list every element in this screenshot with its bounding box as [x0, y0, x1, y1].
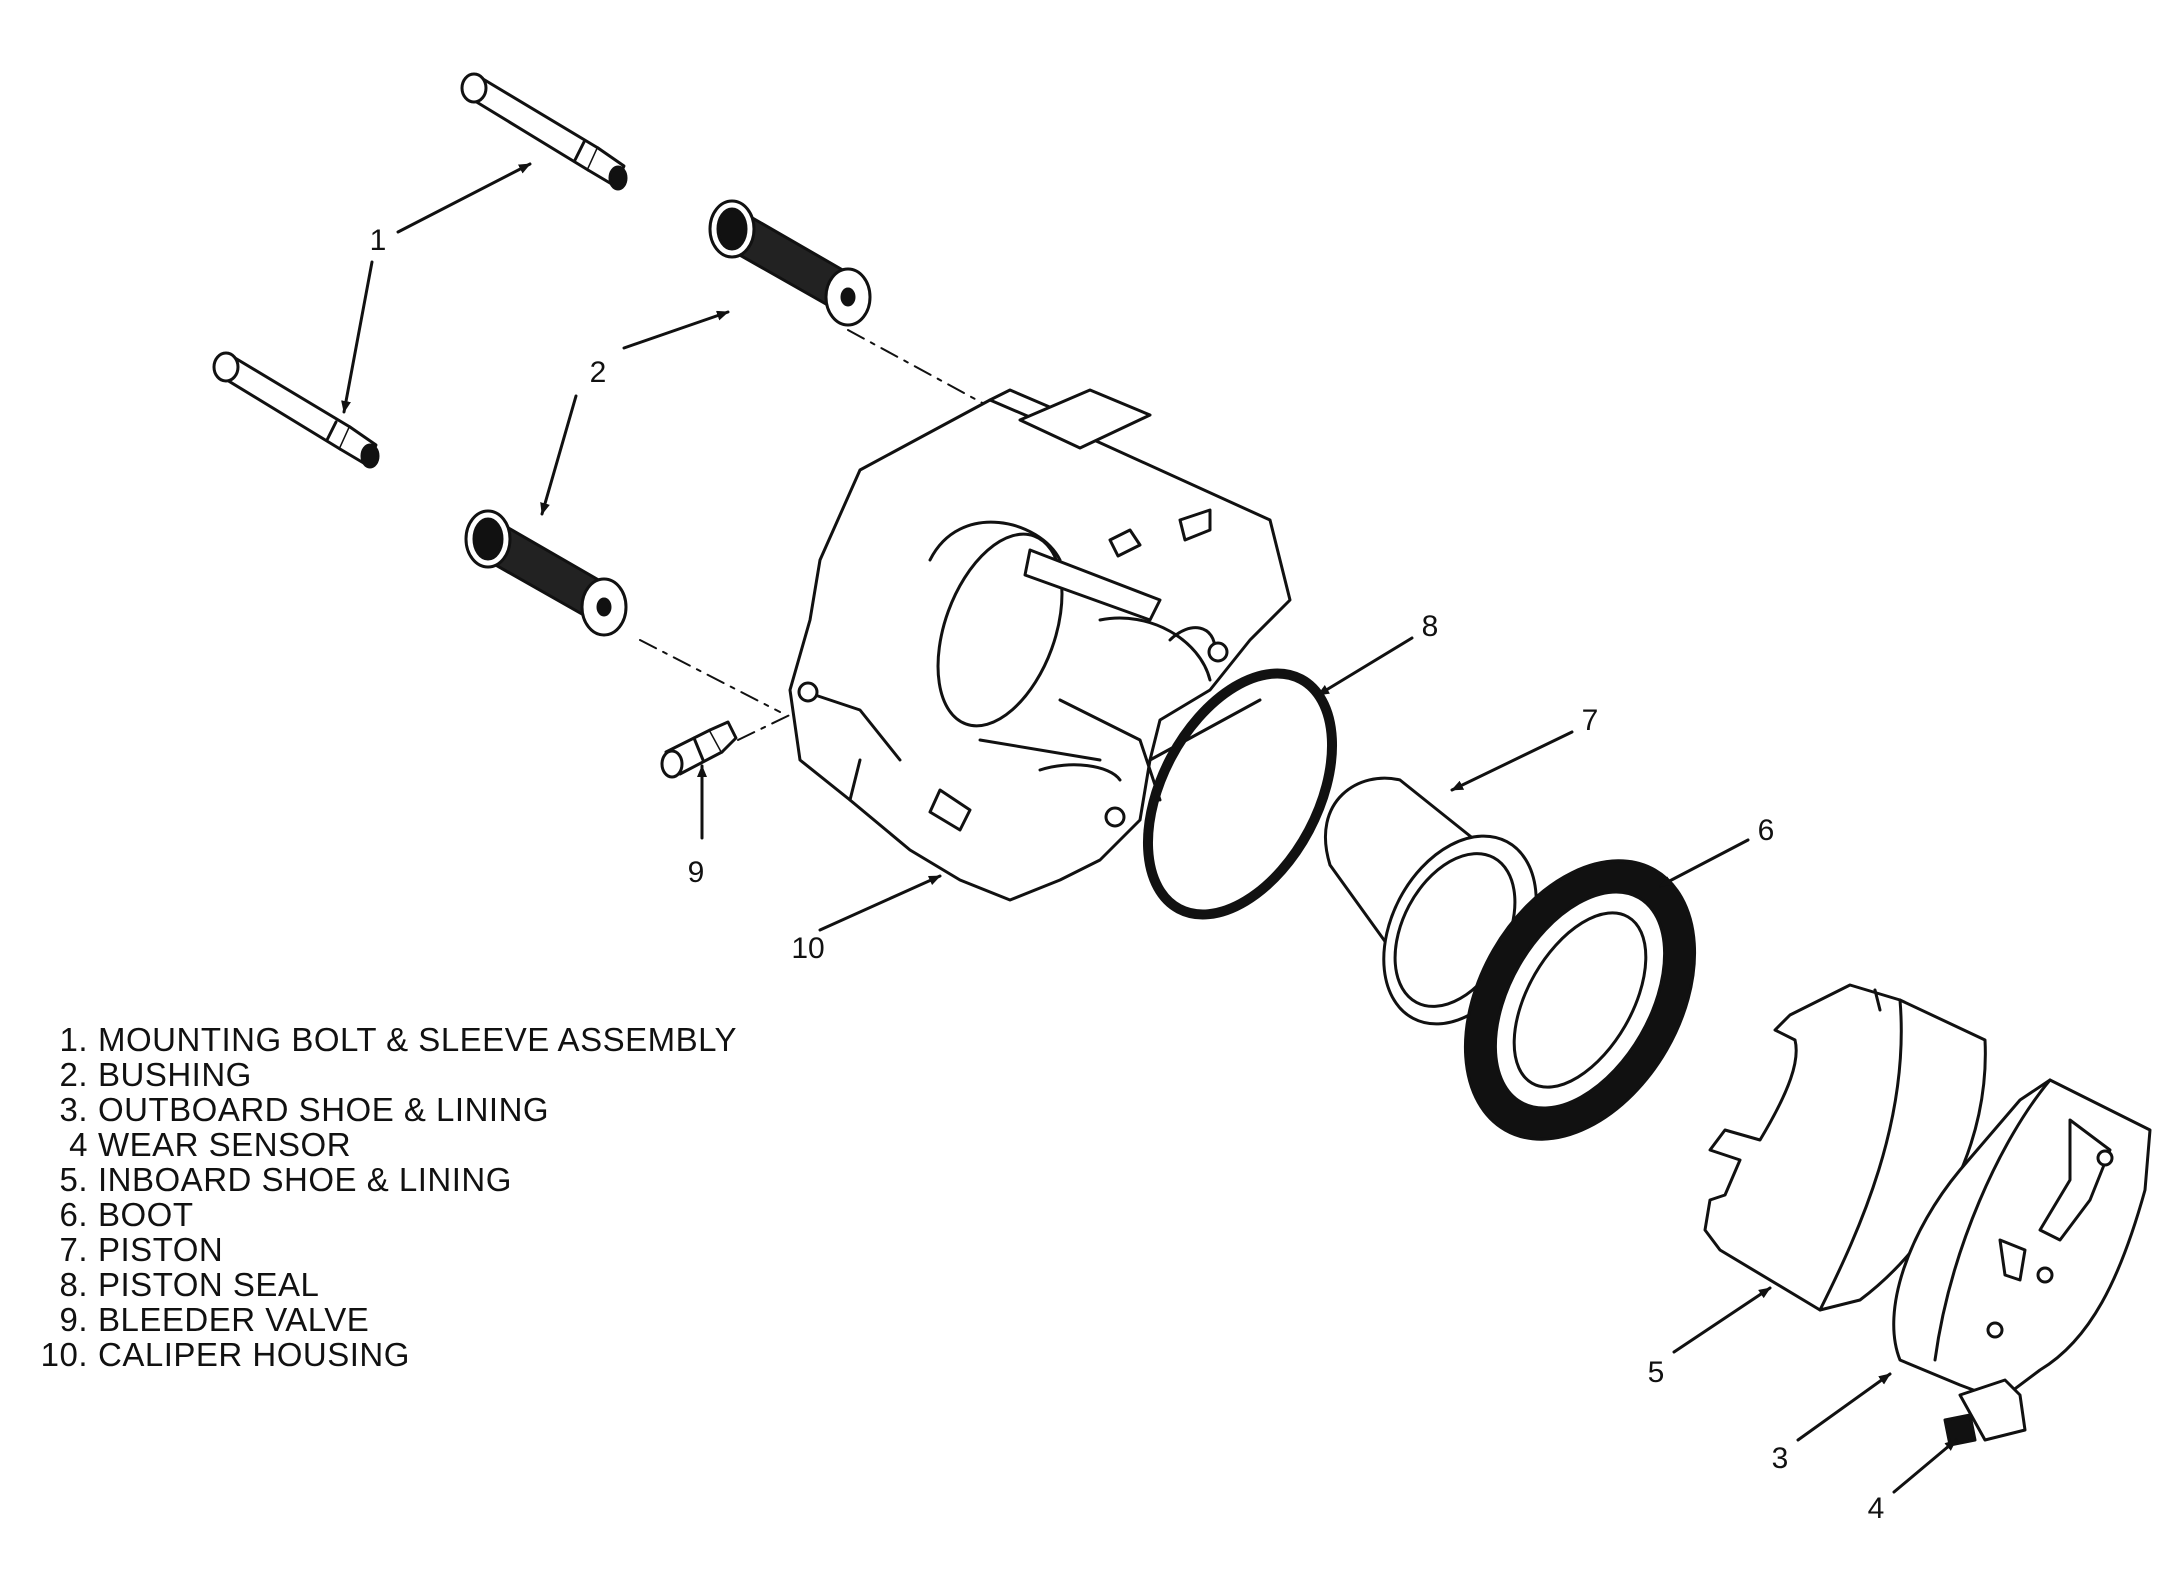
legend-number: 8. — [59, 1266, 88, 1303]
parts-legend: 1. MOUNTING BOLT & SLEEVE ASSEMBLY 2. BUSH… — [28, 1022, 737, 1372]
boot — [1463, 859, 1697, 1141]
legend-number: 10. — [40, 1336, 88, 1373]
legend-text: MOUNTING BOLT & SLEEVE ASSEMBLY — [98, 1021, 738, 1058]
callout-6: 6 — [1758, 814, 1775, 847]
callout-1: 1 — [370, 224, 387, 257]
legend-item: 8. PISTON SEAL — [28, 1267, 737, 1302]
piston-seal — [1142, 668, 1338, 920]
legend-text: INBOARD SHOE & LINING — [98, 1161, 512, 1198]
legend-number: 2. — [59, 1056, 88, 1093]
legend-item: 5. INBOARD SHOE & LINING — [28, 1162, 737, 1197]
legend-text: WEAR SENSOR — [98, 1126, 352, 1163]
legend-item: 3. OUTBOARD SHOE & LINING — [28, 1092, 737, 1127]
mounting-bolt-lower — [212, 351, 380, 469]
callout-4: 4 — [1868, 1492, 1885, 1525]
mounting-bolt-upper — [460, 72, 628, 191]
wear-sensor — [1943, 1378, 2027, 1447]
legend-number: 5. — [59, 1161, 88, 1198]
legend-item: 2. BUSHING — [28, 1057, 737, 1092]
bushing-upper — [708, 199, 872, 327]
callout-7: 7 — [1582, 704, 1599, 737]
bleeder-valve — [660, 720, 738, 779]
callout-3: 3 — [1772, 1442, 1789, 1475]
legend-item: 1. MOUNTING BOLT & SLEEVE ASSEMBLY — [28, 1022, 737, 1057]
leader-lines — [341, 162, 1958, 1494]
legend-text: OUTBOARD SHOE & LINING — [98, 1091, 550, 1128]
legend-text: PISTON — [98, 1231, 224, 1268]
legend-number: 9. — [59, 1301, 88, 1338]
legend-item: 7. PISTON — [28, 1232, 737, 1267]
legend-text: BOOT — [98, 1196, 194, 1233]
legend-text: BUSHING — [98, 1056, 252, 1093]
legend-item: 10. CALIPER HOUSING — [28, 1337, 737, 1372]
inboard-shoe-and-lining — [1703, 983, 1987, 1312]
bushing-lower — [464, 509, 628, 637]
caliper-housing — [788, 388, 1292, 902]
legend-number: 3. — [59, 1091, 88, 1128]
legend-item: 6. BOOT — [28, 1197, 737, 1232]
legend-text: CALIPER HOUSING — [98, 1336, 410, 1373]
legend-number: 6. — [59, 1196, 88, 1233]
callout-8: 8 — [1422, 610, 1439, 643]
callout-2: 2 — [590, 356, 607, 389]
legend-item: 9. BLEEDER VALVE — [28, 1302, 737, 1337]
legend-number: 7. — [59, 1231, 88, 1268]
callout-9: 9 — [688, 856, 705, 889]
legend-item: 4 WEAR SENSOR — [28, 1127, 737, 1162]
callout-5: 5 — [1648, 1356, 1665, 1389]
legend-text: BLEEDER VALVE — [98, 1301, 370, 1338]
callout-10: 10 — [791, 932, 824, 965]
legend-number: 1. — [59, 1021, 88, 1058]
outboard-shoe-and-lining — [1892, 1078, 2152, 1402]
legend-text: PISTON SEAL — [98, 1266, 320, 1303]
legend-number: 4 — [69, 1126, 88, 1163]
